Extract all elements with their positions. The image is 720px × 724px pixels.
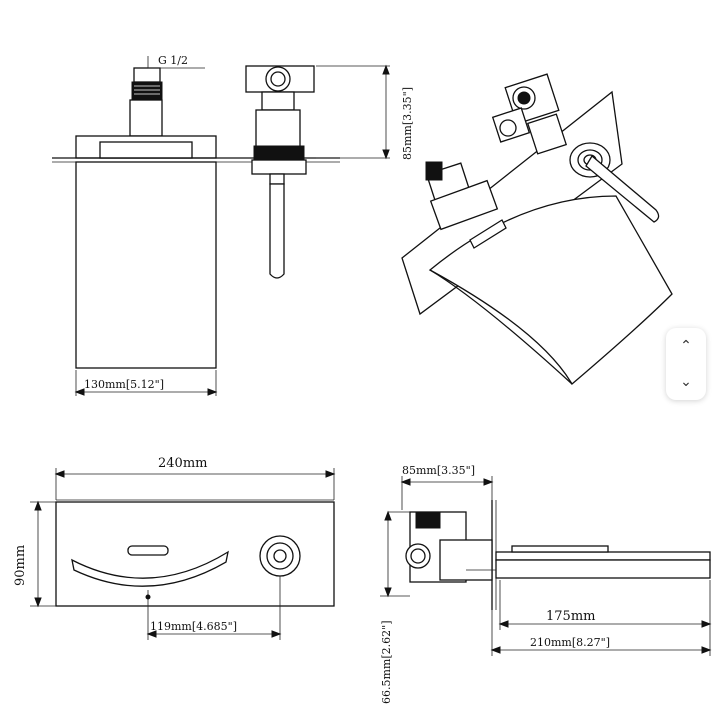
spout-175-label: 175mm — [546, 609, 595, 624]
height-66-label: 66.5mm[2.62"] — [380, 621, 393, 705]
depth-85-label: 85mm[3.35"] — [402, 464, 475, 477]
side-view: 85mm[3.35"] — [245, 64, 414, 279]
height-85-label: 85mm[3.35"] — [401, 87, 414, 160]
top-view: 240mm 90mm 119mm[4.685"] — [13, 456, 336, 640]
height-90-label: 90mm — [13, 545, 28, 586]
chevron-down-icon[interactable]: ⌄ — [680, 374, 692, 390]
total-210-label: 210mm[8.27"] — [530, 636, 610, 649]
offset-119-label: 119mm[4.685"] — [150, 620, 237, 633]
g-half-label: G 1/2 — [158, 54, 188, 67]
front-view: G 1/2 130mm[5.12"] — [52, 54, 340, 396]
width-240-label: 240mm — [158, 456, 207, 471]
section-view: 85mm[3.35"] 66.5mm[2.62"] 175mm — [380, 464, 712, 705]
width-130-label: 130mm[5.12"] — [84, 378, 164, 391]
chevron-up-icon[interactable]: ⌃ — [680, 338, 692, 354]
isometric-view — [401, 73, 673, 385]
scroll-controls: ⌃ ⌄ — [666, 328, 706, 400]
